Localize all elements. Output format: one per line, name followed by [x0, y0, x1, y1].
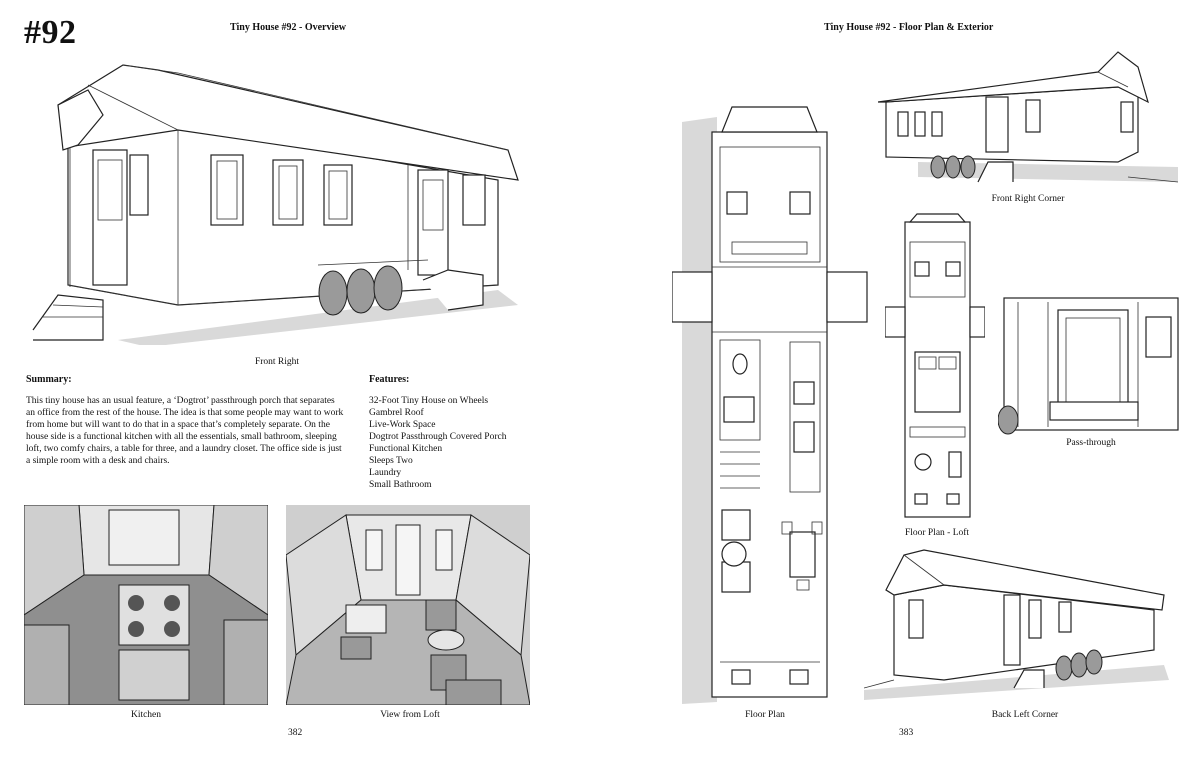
- right-page: Tiny House #92 - Floor Plan & Exterior: [600, 0, 1200, 758]
- front-right-corner-drawing: [878, 51, 1179, 183]
- summary-heading: Summary:: [26, 374, 72, 385]
- pass-through-caption: Pass-through: [1066, 438, 1116, 448]
- floor-plan-loft-drawing: [885, 213, 985, 518]
- front-right-drawing: [32, 64, 519, 345]
- right-page-header: Tiny House #92 - Floor Plan & Exterior: [824, 22, 994, 33]
- feature-item: Sleeps Two: [369, 456, 413, 466]
- feature-item: Dogtrot Passthrough Covered Porch: [369, 432, 507, 442]
- view-from-loft-caption: View from Loft: [380, 710, 440, 720]
- page-number-right: 383: [899, 728, 914, 738]
- left-page-header: Tiny House #92 - Overview: [230, 22, 346, 33]
- page-number-left: 382: [288, 728, 303, 738]
- view-from-loft-render: [286, 505, 530, 705]
- front-right-caption: Front Right: [254, 357, 300, 367]
- feature-item: Functional Kitchen: [369, 444, 443, 454]
- plan-number-badge: #92: [24, 14, 77, 51]
- kitchen-render: [24, 505, 268, 705]
- feature-item: Gambrel Roof: [369, 408, 424, 418]
- left-page: #92 Tiny House #92 - Overview: [24, 14, 530, 738]
- back-left-corner-caption: Back Left Corner: [991, 710, 1059, 720]
- floor-plan-loft-caption: Floor Plan - Loft: [904, 528, 970, 538]
- front-right-corner-caption: Front Right Corner: [991, 194, 1065, 204]
- kitchen-caption: Kitchen: [130, 710, 162, 720]
- features-list: 32-Foot Tiny House on Wheels Gambrel Roo…: [369, 395, 506, 491]
- feature-item: Live-Work Space: [369, 420, 436, 430]
- summary-text: This tiny house has an usual feature, a …: [26, 396, 344, 466]
- pass-through-render: [998, 292, 1184, 437]
- feature-item: Laundry: [369, 468, 402, 478]
- back-left-corner-drawing: [864, 549, 1169, 700]
- feature-item: Small Bathroom: [369, 480, 432, 490]
- floor-plan-drawing: [672, 106, 868, 704]
- features-heading: Features:: [369, 374, 410, 385]
- feature-item: 32-Foot Tiny House on Wheels: [369, 396, 489, 406]
- floor-plan-caption: Floor Plan: [745, 710, 785, 720]
